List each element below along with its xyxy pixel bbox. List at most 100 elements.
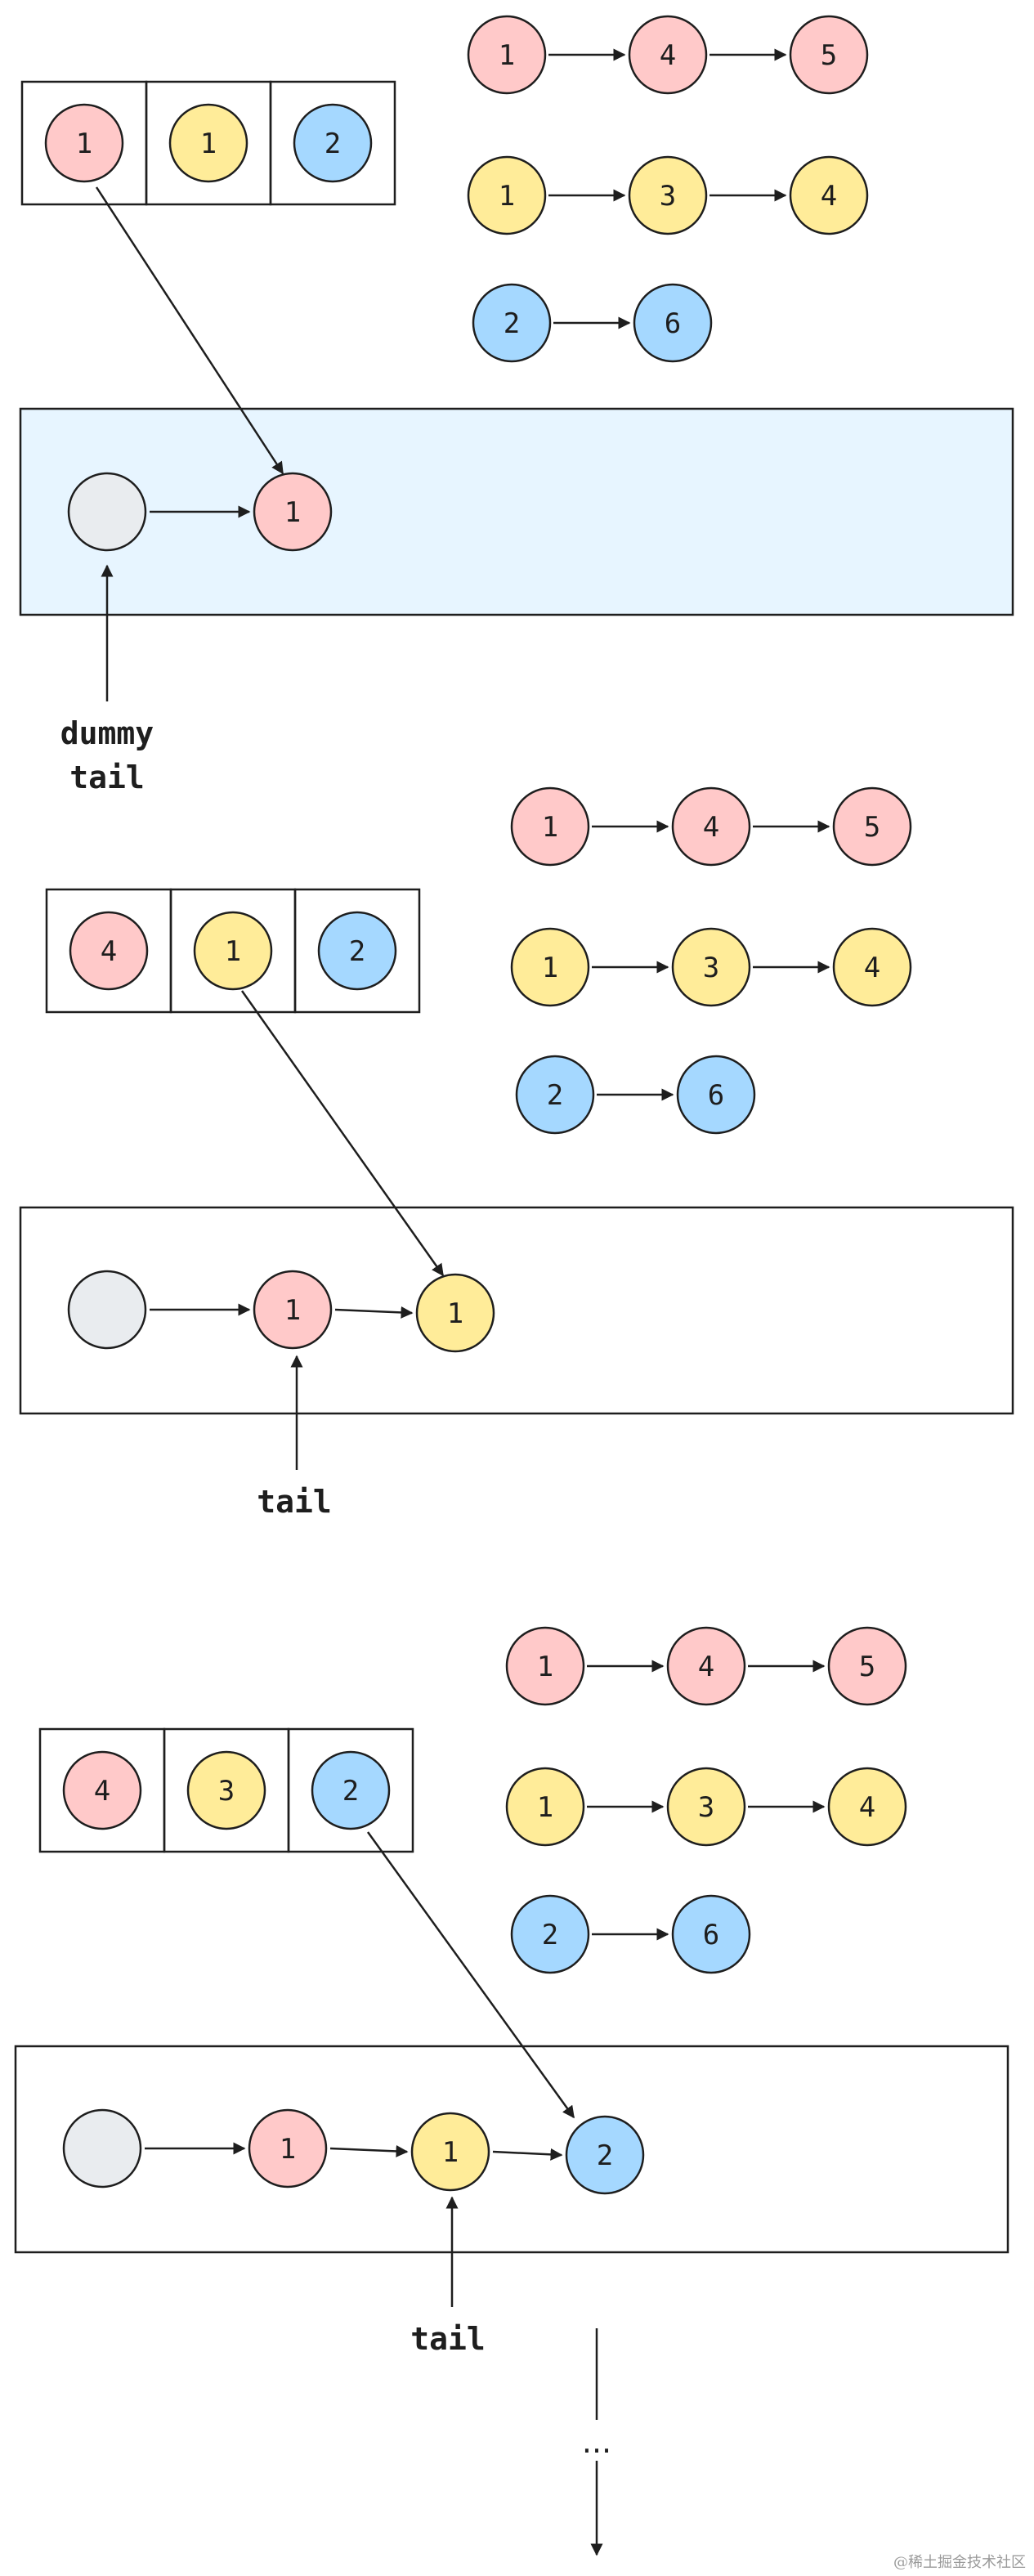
list-3-node-1-circle <box>472 283 552 363</box>
list-3-node-2-circle <box>676 1055 756 1135</box>
heap-to-result-arrow <box>95 186 284 475</box>
result-node-2-label: 1 <box>447 1297 463 1330</box>
list-3-node-2-circle <box>633 283 713 363</box>
result-node-2-circle <box>410 2112 490 2192</box>
result-node-2: 1 <box>410 2112 490 2192</box>
list-2-node-1-circle <box>510 927 590 1007</box>
heap-node-3: 2 <box>293 103 373 183</box>
list-2-node-3: 4 <box>832 927 912 1007</box>
list-1-node-2-label: 4 <box>660 39 676 72</box>
result-node-1-label: 1 <box>280 2133 296 2166</box>
list-2-node-3-circle <box>832 927 912 1007</box>
list-2-node-2: 3 <box>671 927 751 1007</box>
list-3-node-2: 6 <box>676 1055 756 1135</box>
list-2-node-1: 1 <box>467 155 547 235</box>
heap-node-2-circle <box>168 103 248 183</box>
list-2-node-3-label: 4 <box>859 1791 875 1824</box>
list-2-node-2-label: 3 <box>698 1791 714 1824</box>
dummy-node-circle <box>67 472 147 552</box>
result-node-1: 1 <box>253 472 333 552</box>
result-node-1-label: 1 <box>284 496 301 529</box>
heap-node-1-label: 4 <box>101 935 117 968</box>
result-node-3-circle <box>565 2115 645 2195</box>
heap-node-2: 1 <box>193 911 273 991</box>
result-node-1-circle <box>248 2108 328 2188</box>
heap-node-3: 2 <box>317 911 397 991</box>
list-2-node-2-circle <box>628 155 708 235</box>
list-2-node-3-label: 4 <box>864 952 880 984</box>
list-1-node-1-circle <box>510 786 590 867</box>
list-2-node-3: 4 <box>827 1767 907 1847</box>
result-node-1-label: 1 <box>284 1294 301 1327</box>
list-3-node-1-label: 2 <box>542 1919 558 1951</box>
result-arrow-2 <box>334 1306 414 1319</box>
source-list-2: 1 3 4 <box>510 927 912 1007</box>
heap-cell-3 <box>293 888 421 1014</box>
heap-node-3: 2 <box>311 1750 391 1830</box>
heap-node-3-label: 2 <box>349 935 365 968</box>
list-3-node-2-circle <box>671 1894 751 1974</box>
list-3-node-2-label: 6 <box>665 307 681 340</box>
list-1-node-1-circle <box>505 1626 585 1706</box>
heap-to-result-arrow <box>240 990 445 1277</box>
list-1-node-1: 1 <box>505 1626 585 1706</box>
list-2-node-2: 3 <box>628 155 708 235</box>
list-3-node-1-label: 2 <box>504 307 520 340</box>
heap-node-2-circle <box>186 1750 266 1830</box>
list-2-node-2-circle <box>666 1767 746 1847</box>
list-1-node-3-label: 5 <box>859 1651 875 1683</box>
heap-node-1: 4 <box>69 911 149 991</box>
heap-cell-3 <box>269 80 396 206</box>
result-node-2: 1 <box>415 1273 495 1353</box>
heap-node-3-circle <box>293 103 373 183</box>
list-2-node-1-circle <box>467 155 547 235</box>
heap-to-result-arrow <box>366 1831 575 2119</box>
dummy-node <box>67 472 147 552</box>
heap-node-3-label: 2 <box>342 1775 359 1808</box>
result-node-1: 1 <box>253 1270 333 1350</box>
source-list-2: 1 3 4 <box>467 155 869 235</box>
result-node-3: 2 <box>565 2115 645 2195</box>
list-2-node-1-label: 1 <box>499 180 515 213</box>
list-3-node-2-label: 6 <box>708 1079 724 1112</box>
continuation-ellipsis: ... <box>582 2424 611 2460</box>
result-node-1-circle <box>253 1270 333 1350</box>
list-2-node-3-label: 4 <box>821 180 837 213</box>
list-3-node-1: 2 <box>472 283 552 363</box>
list-1-node-1-label: 1 <box>537 1651 553 1683</box>
list-1-node-3-label: 5 <box>864 811 880 844</box>
list-3-node-1-circle <box>515 1055 595 1135</box>
list-1-node-2-circle <box>671 786 751 867</box>
heap-node-1: 1 <box>44 103 124 183</box>
heap-node-3-circle <box>317 911 397 991</box>
list-1-node-1: 1 <box>510 786 590 867</box>
list-1-node-2: 4 <box>671 786 751 867</box>
heap-node-1: 4 <box>62 1750 142 1830</box>
heap-node-2-label: 3 <box>218 1775 235 1808</box>
heap-node-1-label: 4 <box>94 1775 110 1808</box>
dummy-node-circle <box>67 1270 147 1350</box>
pointer-label-tail: tail <box>410 2321 486 2357</box>
list-1-node-3: 5 <box>789 15 869 95</box>
list-3-node-1-circle <box>510 1894 590 1974</box>
heap-node-1-label: 1 <box>76 128 92 160</box>
list-3-node-2: 6 <box>671 1894 751 1974</box>
list-1-node-2: 4 <box>666 1626 746 1706</box>
list-2-node-3-circle <box>789 155 869 235</box>
heap-node-3-circle <box>311 1750 391 1830</box>
watermark-text: @稀土掘金技术社区 <box>893 2554 1026 2571</box>
list-2-node-3: 4 <box>789 155 869 235</box>
result-node-3-label: 2 <box>597 2139 613 2172</box>
list-3-node-2: 6 <box>633 283 713 363</box>
list-1-node-1: 1 <box>467 15 547 95</box>
result-arrow-3 <box>492 2148 563 2161</box>
list-2-node-1: 1 <box>510 927 590 1007</box>
dummy-node <box>67 1270 147 1350</box>
list-2-node-1-label: 1 <box>537 1791 553 1824</box>
heap-node-1-circle <box>44 103 124 183</box>
